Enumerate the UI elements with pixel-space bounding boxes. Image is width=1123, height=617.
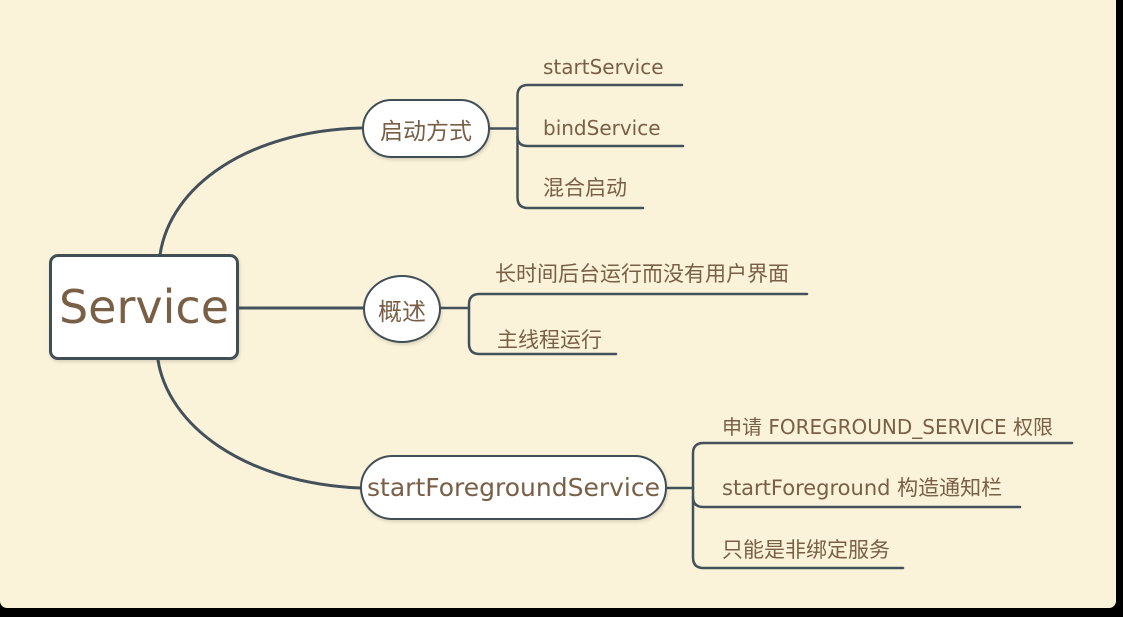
connector-layer [156, 83, 1074, 570]
underline-startservice-and-hybrid [516, 83, 684, 210]
main-topic-startforegroundservice[interactable]: startForegroundService [360, 455, 667, 520]
subtopic-background-no-ui[interactable]: 长时间后台运行而没有用户界面 [495, 262, 789, 286]
main-topic-overview[interactable]: 概述 [363, 275, 441, 343]
central-topic[interactable]: Service [49, 254, 239, 360]
main-topic-label: startForegroundService [367, 473, 660, 502]
underline-startforeground-notification [691, 495, 1022, 509]
central-topic-label: Service [58, 280, 229, 334]
underline-permission-and-unbound [691, 441, 1074, 570]
connector-root-to-startup-methods [158, 126, 363, 257]
subtopic-foreground-service-permission[interactable]: 申请 FOREGROUND_SERVICE 权限 [722, 415, 1053, 439]
subtopic-startservice[interactable]: startService [543, 55, 664, 79]
subtopic-startforeground-notification[interactable]: startForeground 构造通知栏 [722, 476, 1003, 500]
subtopic-bindservice[interactable]: bindService [543, 116, 661, 140]
underline-bindservice [516, 135, 685, 148]
mindmap-canvas[interactable]: Service 启动方式 概述 startForegroundService s… [0, 0, 1116, 608]
subtopic-main-thread[interactable]: 主线程运行 [497, 328, 602, 352]
underline-overview-children [467, 292, 809, 356]
subtopic-unbound-only[interactable]: 只能是非绑定服务 [722, 538, 890, 562]
subtopic-hybrid-start[interactable]: 混合启动 [543, 176, 627, 200]
main-topic-startup-methods[interactable]: 启动方式 [362, 99, 490, 158]
main-topic-label: 概述 [378, 297, 426, 326]
main-topic-label: 启动方式 [380, 118, 472, 145]
connector-root-to-startforegroundservice [156, 358, 363, 490]
